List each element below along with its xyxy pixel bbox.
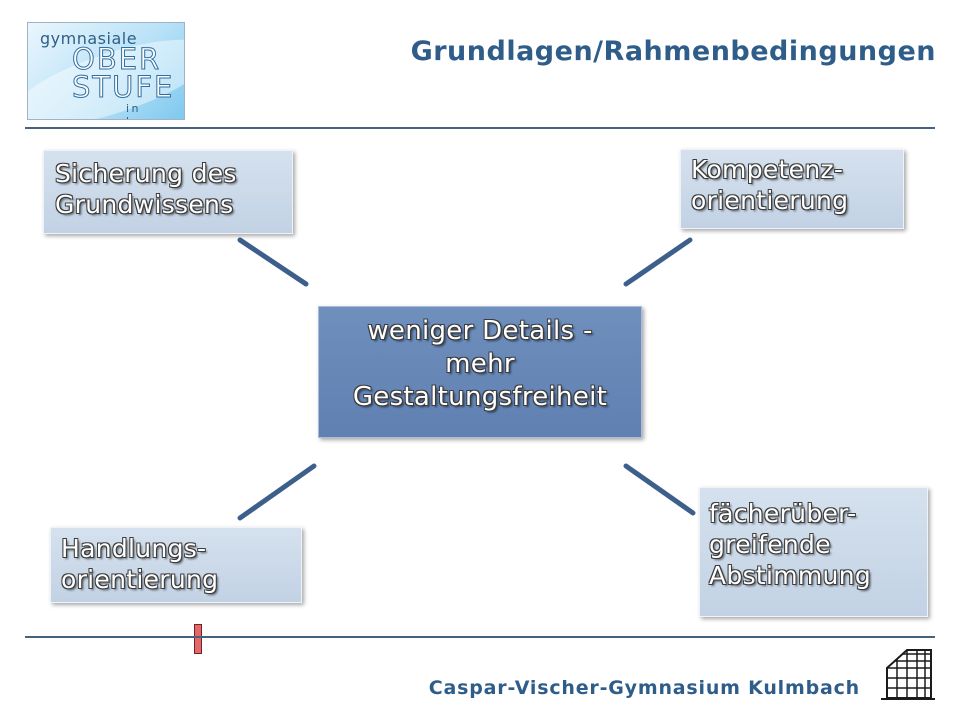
- node-sicherung-grundwissen: Sicherung des Grundwissens: [43, 150, 293, 234]
- node-center-gestaltungsfreiheit: weniger Details - mehr Gestaltungsfreihe…: [318, 306, 642, 438]
- node-text-line: mehr: [445, 349, 515, 379]
- node-text-line: Sicherung des: [55, 159, 237, 188]
- connector-bottom-right: [623, 463, 696, 516]
- logo-line-bayern: in bayern: [126, 102, 177, 119]
- node-text-line: orientierung: [691, 186, 849, 215]
- node-text-line: Handlungs-: [61, 534, 207, 563]
- page-title: Grundlagen/Rahmenbedingungen: [410, 36, 936, 67]
- connector-top-right: [623, 237, 693, 287]
- logo-line-gymnasiale: gymnasiale: [40, 29, 138, 48]
- logo-line-ober: OBER: [71, 42, 162, 76]
- connector-bottom-left: [237, 463, 317, 521]
- node-text-line: Kompetenz-: [691, 155, 844, 184]
- node-text-line: weniger Details -: [367, 316, 593, 346]
- node-text-line: greifende: [709, 530, 831, 559]
- school-building-icon: [881, 649, 935, 700]
- node-text-line: Abstimmung: [709, 561, 872, 590]
- oberstufe-logo: gymnasiale OBER STUFE in bayern: [27, 22, 185, 120]
- logo-line-stufe: STUFE: [71, 70, 175, 104]
- node-text-line: Grundwissens: [55, 190, 234, 219]
- node-text-line: orientierung: [61, 565, 219, 594]
- footer-divider: [25, 636, 935, 638]
- red-marker: [194, 624, 202, 654]
- node-faecheruebergreifende-abstimmung: fächerüber- greifende Abstimmung: [699, 487, 928, 617]
- node-handlungsorientierung: Handlungs- orientierung: [50, 527, 302, 603]
- connector-top-left: [237, 237, 309, 287]
- node-kompetenzorientierung: Kompetenz- orientierung: [680, 149, 904, 229]
- node-text-line: fächerüber-: [709, 499, 857, 528]
- node-text-line: Gestaltungsfreiheit: [352, 382, 608, 412]
- header-divider: [25, 127, 935, 129]
- footer-school-name: Caspar-Vischer-Gymnasium Kulmbach: [428, 677, 860, 699]
